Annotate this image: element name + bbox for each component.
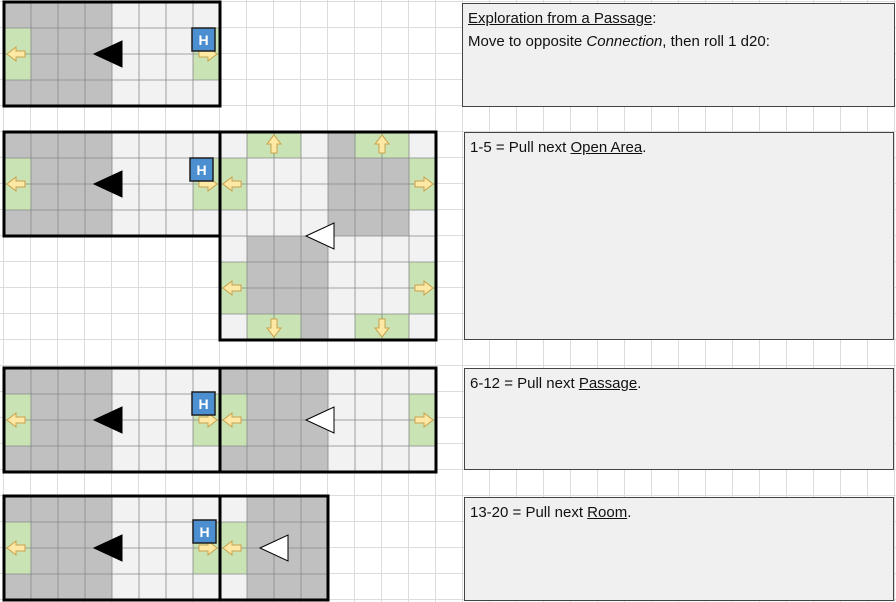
door-arrow-icon bbox=[6, 539, 26, 557]
result-passage-link: Passage bbox=[578, 375, 638, 392]
party-facing-icon bbox=[92, 406, 123, 434]
result-open-area-suffix: . bbox=[642, 139, 647, 156]
door-arrow-icon bbox=[222, 279, 242, 297]
next-tile-facing-icon bbox=[304, 222, 335, 250]
door-arrow-icon bbox=[373, 318, 391, 338]
intro-panel: Exploration from a Passage: Move to oppo… bbox=[462, 3, 895, 107]
next-passage-tile-wall bbox=[218, 366, 438, 474]
result-room-panel: 13-20 = Pull next Room. bbox=[464, 497, 894, 601]
passage-tile-1-wall bbox=[2, 0, 222, 108]
hero-marker-label: H bbox=[198, 32, 208, 48]
result-passage-panel: 6-12 = Pull next Passage. bbox=[464, 368, 894, 470]
door-arrow-icon bbox=[6, 411, 26, 429]
open-area-tile-wall bbox=[218, 130, 438, 342]
intro-instruction-line: Move to opposite Connection, then roll 1… bbox=[468, 30, 889, 53]
intro-line2-prefix: Move to opposite bbox=[468, 33, 587, 50]
walls-layer bbox=[2, 0, 438, 602]
intro-title: Exploration from a Passage bbox=[468, 10, 653, 27]
hero-marker-icon: H bbox=[191, 391, 216, 416]
result-room-suffix: . bbox=[627, 504, 632, 521]
hero-marker-icon: H bbox=[189, 157, 214, 182]
door-arrow-icon bbox=[414, 411, 434, 429]
result-open-area-link: Open Area bbox=[570, 139, 643, 156]
intro-title-suffix: : bbox=[652, 10, 657, 27]
door-arrow-icon bbox=[265, 318, 283, 338]
party-facing-icon bbox=[92, 40, 123, 68]
door-arrow-icon bbox=[222, 411, 242, 429]
door-arrow-icon bbox=[373, 134, 391, 154]
hero-marker-box bbox=[191, 391, 216, 416]
door-arrow-icon bbox=[222, 539, 242, 557]
hero-marker-label: H bbox=[198, 396, 208, 412]
result-passage-suffix: . bbox=[637, 375, 642, 392]
result-open-area-panel: 1-5 = Pull next Open Area. bbox=[464, 132, 894, 340]
door-arrow-icon bbox=[198, 411, 218, 429]
result-room-prefix: 13-20 = Pull next bbox=[470, 504, 588, 521]
result-passage-prefix: 6-12 = Pull next bbox=[470, 375, 579, 392]
door-arrow-icon bbox=[222, 175, 242, 193]
door-arrow-icon bbox=[6, 175, 26, 193]
intro-connection-word: Connection bbox=[586, 33, 663, 50]
intro-line2-suffix: , then roll 1 d20: bbox=[662, 33, 770, 50]
party-facing-icon bbox=[92, 170, 123, 198]
party-facing-icon bbox=[92, 534, 123, 562]
hero-marker-label: H bbox=[196, 162, 206, 178]
next-tile-facing-icon bbox=[258, 534, 289, 562]
hero-marker-box bbox=[191, 27, 216, 52]
intro-title-line: Exploration from a Passage: bbox=[468, 7, 889, 30]
result-room-link: Room bbox=[587, 504, 628, 521]
hero-marker-icon: H bbox=[192, 519, 217, 544]
hero-marker-box bbox=[192, 519, 217, 544]
hero-marker-box bbox=[189, 157, 214, 182]
door-arrow-icon bbox=[414, 175, 434, 193]
next-tile-facing-icon bbox=[304, 406, 335, 434]
hero-marker-label: H bbox=[199, 524, 209, 540]
door-arrow-icon bbox=[6, 45, 26, 63]
door-arrow-icon bbox=[414, 279, 434, 297]
room-tile-wall bbox=[218, 494, 330, 602]
door-arrow-icon bbox=[265, 134, 283, 154]
markers-layer: H H H H bbox=[6, 27, 434, 562]
hero-marker-icon: H bbox=[191, 27, 216, 52]
result-open-area-prefix: 1-5 = Pull next bbox=[470, 139, 571, 156]
door-arrow-icon bbox=[198, 539, 218, 557]
